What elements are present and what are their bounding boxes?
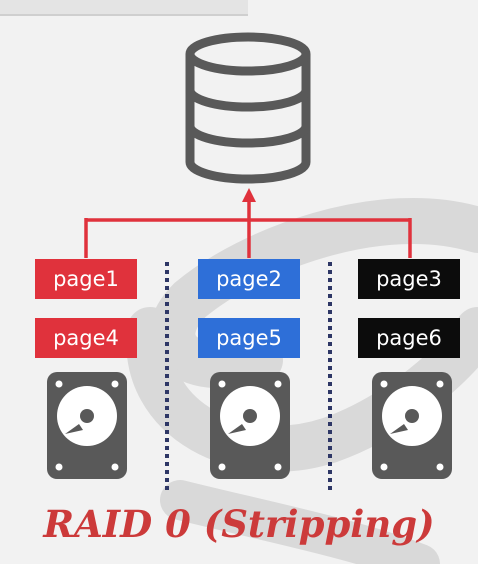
page-block: page1 xyxy=(35,259,137,299)
connector-lines xyxy=(84,200,412,258)
database-icon xyxy=(185,32,311,184)
hard-disk-icon xyxy=(47,372,127,479)
top-bar xyxy=(0,0,248,16)
page-block: page5 xyxy=(198,318,300,358)
page-block: page2 xyxy=(198,259,300,299)
page-block: page6 xyxy=(358,318,460,358)
hard-disk-icon xyxy=(210,372,290,479)
hard-disk-icon xyxy=(372,372,452,479)
arrow-head xyxy=(242,188,256,202)
page-block: page3 xyxy=(358,259,460,299)
page-block: page4 xyxy=(35,318,137,358)
diagram-caption: RAID 0 (Stripping) xyxy=(43,502,435,546)
